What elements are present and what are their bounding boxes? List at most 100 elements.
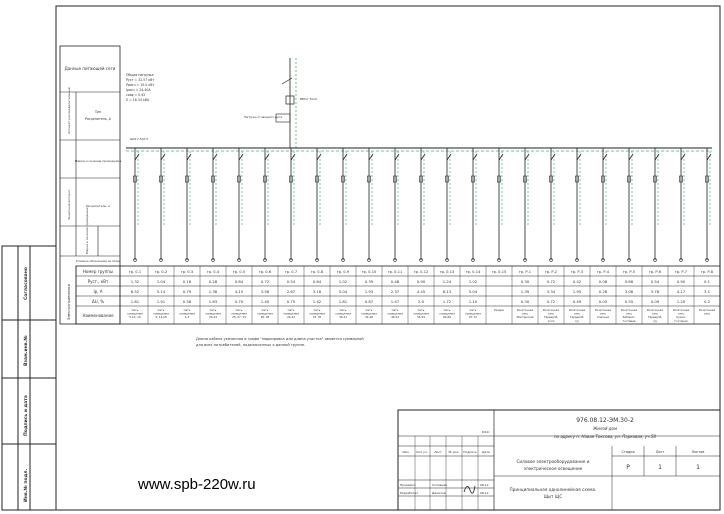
- drawing-number: 976.08.12-ЭМ.30-2: [576, 417, 634, 424]
- breaker-symbol: [237, 175, 241, 183]
- input-line-3: Ррасч = 15.0 кВт: [126, 83, 154, 87]
- cell-group-id: гр. 0-1: [129, 270, 141, 274]
- sheets-header: Листов: [692, 450, 705, 454]
- cell-desc: 25, 27, 34: [232, 315, 246, 319]
- breaker-contact: [576, 153, 582, 161]
- note-line-1: Длина кабеля указанная в графе "маркиров…: [196, 337, 364, 341]
- role-developed: Разработал: [400, 491, 418, 495]
- cell-desc: Розеточная: [673, 308, 690, 312]
- section-title-2: электрическое освещение: [524, 466, 583, 471]
- breaker-contact: [316, 153, 322, 161]
- stage-value: Р: [626, 464, 630, 471]
- cell-current: 3.16: [313, 289, 322, 294]
- cell-desc: 29-32: [287, 315, 295, 319]
- cell-current: 0.79: [183, 289, 192, 294]
- cell-power: 0.64: [313, 279, 322, 284]
- cell-group-id: гр. 0-8: [311, 270, 324, 274]
- breaker-symbol: [133, 175, 137, 183]
- cell-desc: Сеть: [366, 308, 373, 312]
- cell-group-id: гр. 0-10: [362, 270, 377, 274]
- breaker-symbol: [497, 175, 501, 183]
- cell-desc: 26, 28: [261, 315, 270, 319]
- cell-power: 0.39: [365, 279, 374, 284]
- cell-group-id: гр. Р-8: [701, 270, 714, 274]
- breaker-contact: [446, 153, 452, 161]
- breaker-contact: [368, 153, 374, 161]
- breaker-contact: [550, 153, 556, 161]
- breaker-contact: [680, 153, 686, 161]
- meter-symbol: [275, 113, 291, 123]
- cell-power: 0.30: [521, 279, 530, 284]
- cell-drop: 0.2: [704, 299, 711, 304]
- cell-group-id: гр. 0-9: [337, 270, 350, 274]
- stage-header: Стадия: [621, 450, 634, 454]
- cell-desc: Гардероб,: [648, 315, 663, 319]
- cell-desc: 36-41: [339, 315, 347, 319]
- cell-drop: 0.05: [599, 299, 608, 304]
- breaker-symbol: [523, 175, 527, 183]
- cell-desc: Розеточная: [621, 308, 638, 312]
- bus-label: ШМ-7.5х0.5: [130, 137, 148, 141]
- cell-desc: 5-12, 19: [129, 315, 141, 319]
- input-cable: ВВГнг 5x10: [300, 97, 317, 101]
- terminal: [471, 258, 475, 262]
- cell-desc: Сеть: [340, 308, 347, 312]
- cell-desc: с/у: [653, 319, 657, 323]
- cell-drop: 0.49: [573, 299, 582, 304]
- cell-desc: Сеть: [314, 308, 321, 312]
- cell-power: 0.66: [625, 279, 634, 284]
- cell-desc: сеть: [574, 312, 581, 316]
- breaker-symbol: [419, 175, 423, 183]
- cell-desc: Кабинет,: [623, 315, 636, 319]
- cell-group-id: гр. 0-3: [181, 270, 193, 274]
- breaker-contact: [498, 153, 504, 161]
- cell-power: 0.90: [677, 279, 686, 284]
- cell-desc: Сеть: [158, 308, 165, 312]
- rev-header-5: Подпись: [463, 450, 477, 454]
- cell-desc: Гардероб,: [544, 315, 559, 319]
- cell-current: 3.78: [651, 289, 660, 294]
- breaker-symbol: [575, 175, 579, 183]
- terminal: [341, 258, 345, 262]
- breaker-contact: [264, 153, 270, 161]
- cell-desc: сеть: [652, 312, 659, 316]
- section-title-1: Силовое электрооборудование и: [517, 459, 590, 464]
- cell-desc: сеть: [522, 312, 529, 316]
- breaker-contact: [654, 153, 660, 161]
- cell-desc: Розеточная: [543, 308, 560, 312]
- cell-desc: Сеть: [236, 308, 243, 312]
- signature-mark: [463, 485, 476, 494]
- cell-desc: 33, 35: [313, 315, 322, 319]
- terminal: [393, 258, 397, 262]
- cell-drop: 1.42: [313, 299, 322, 304]
- cell-desc: Розеточная: [569, 308, 586, 312]
- row-label-group: Номер группы: [83, 269, 113, 274]
- cell-desc: Кухня,: [676, 315, 685, 319]
- cell-current: 5.04: [339, 289, 348, 294]
- cell-power: 1.24: [443, 279, 452, 284]
- branches: [133, 148, 712, 262]
- cell-group-id: гр. 0-11: [388, 270, 403, 274]
- object-line-2: по адресу п. Новая Токсова, ул. Парковая…: [554, 434, 656, 439]
- breaker-symbol: [549, 175, 553, 183]
- cell-desc: сеть: [548, 312, 555, 316]
- breaker-symbol: [289, 175, 293, 183]
- cell-desc: Мастерская: [517, 315, 534, 319]
- date-top: 2012г.: [482, 430, 491, 434]
- name-checked: Соловьёв: [432, 483, 447, 487]
- cell-group-id: гр. Р-1: [519, 270, 531, 274]
- terminal: [523, 258, 527, 262]
- row-label-drop: ΔU, %: [92, 299, 104, 304]
- breaker-contact: [134, 153, 140, 161]
- cell-group-id: гр. Р-3: [571, 270, 583, 274]
- cell-desc: сеть: [704, 312, 711, 316]
- cell-desc: Сеть: [418, 308, 425, 312]
- input-block: Общая нагрузка Руст = 32.57 кВт Ррасч = …: [126, 58, 317, 148]
- row-label-desc: Наименование: [82, 313, 114, 318]
- cell-desc: освещения: [361, 312, 377, 316]
- cell-desc: Сеть: [210, 308, 217, 312]
- cell-desc: освещения: [127, 312, 143, 316]
- cell-desc: Сеть: [184, 308, 191, 312]
- cell-power: 0.54: [287, 279, 296, 284]
- cell-desc: Розеточная: [517, 308, 534, 312]
